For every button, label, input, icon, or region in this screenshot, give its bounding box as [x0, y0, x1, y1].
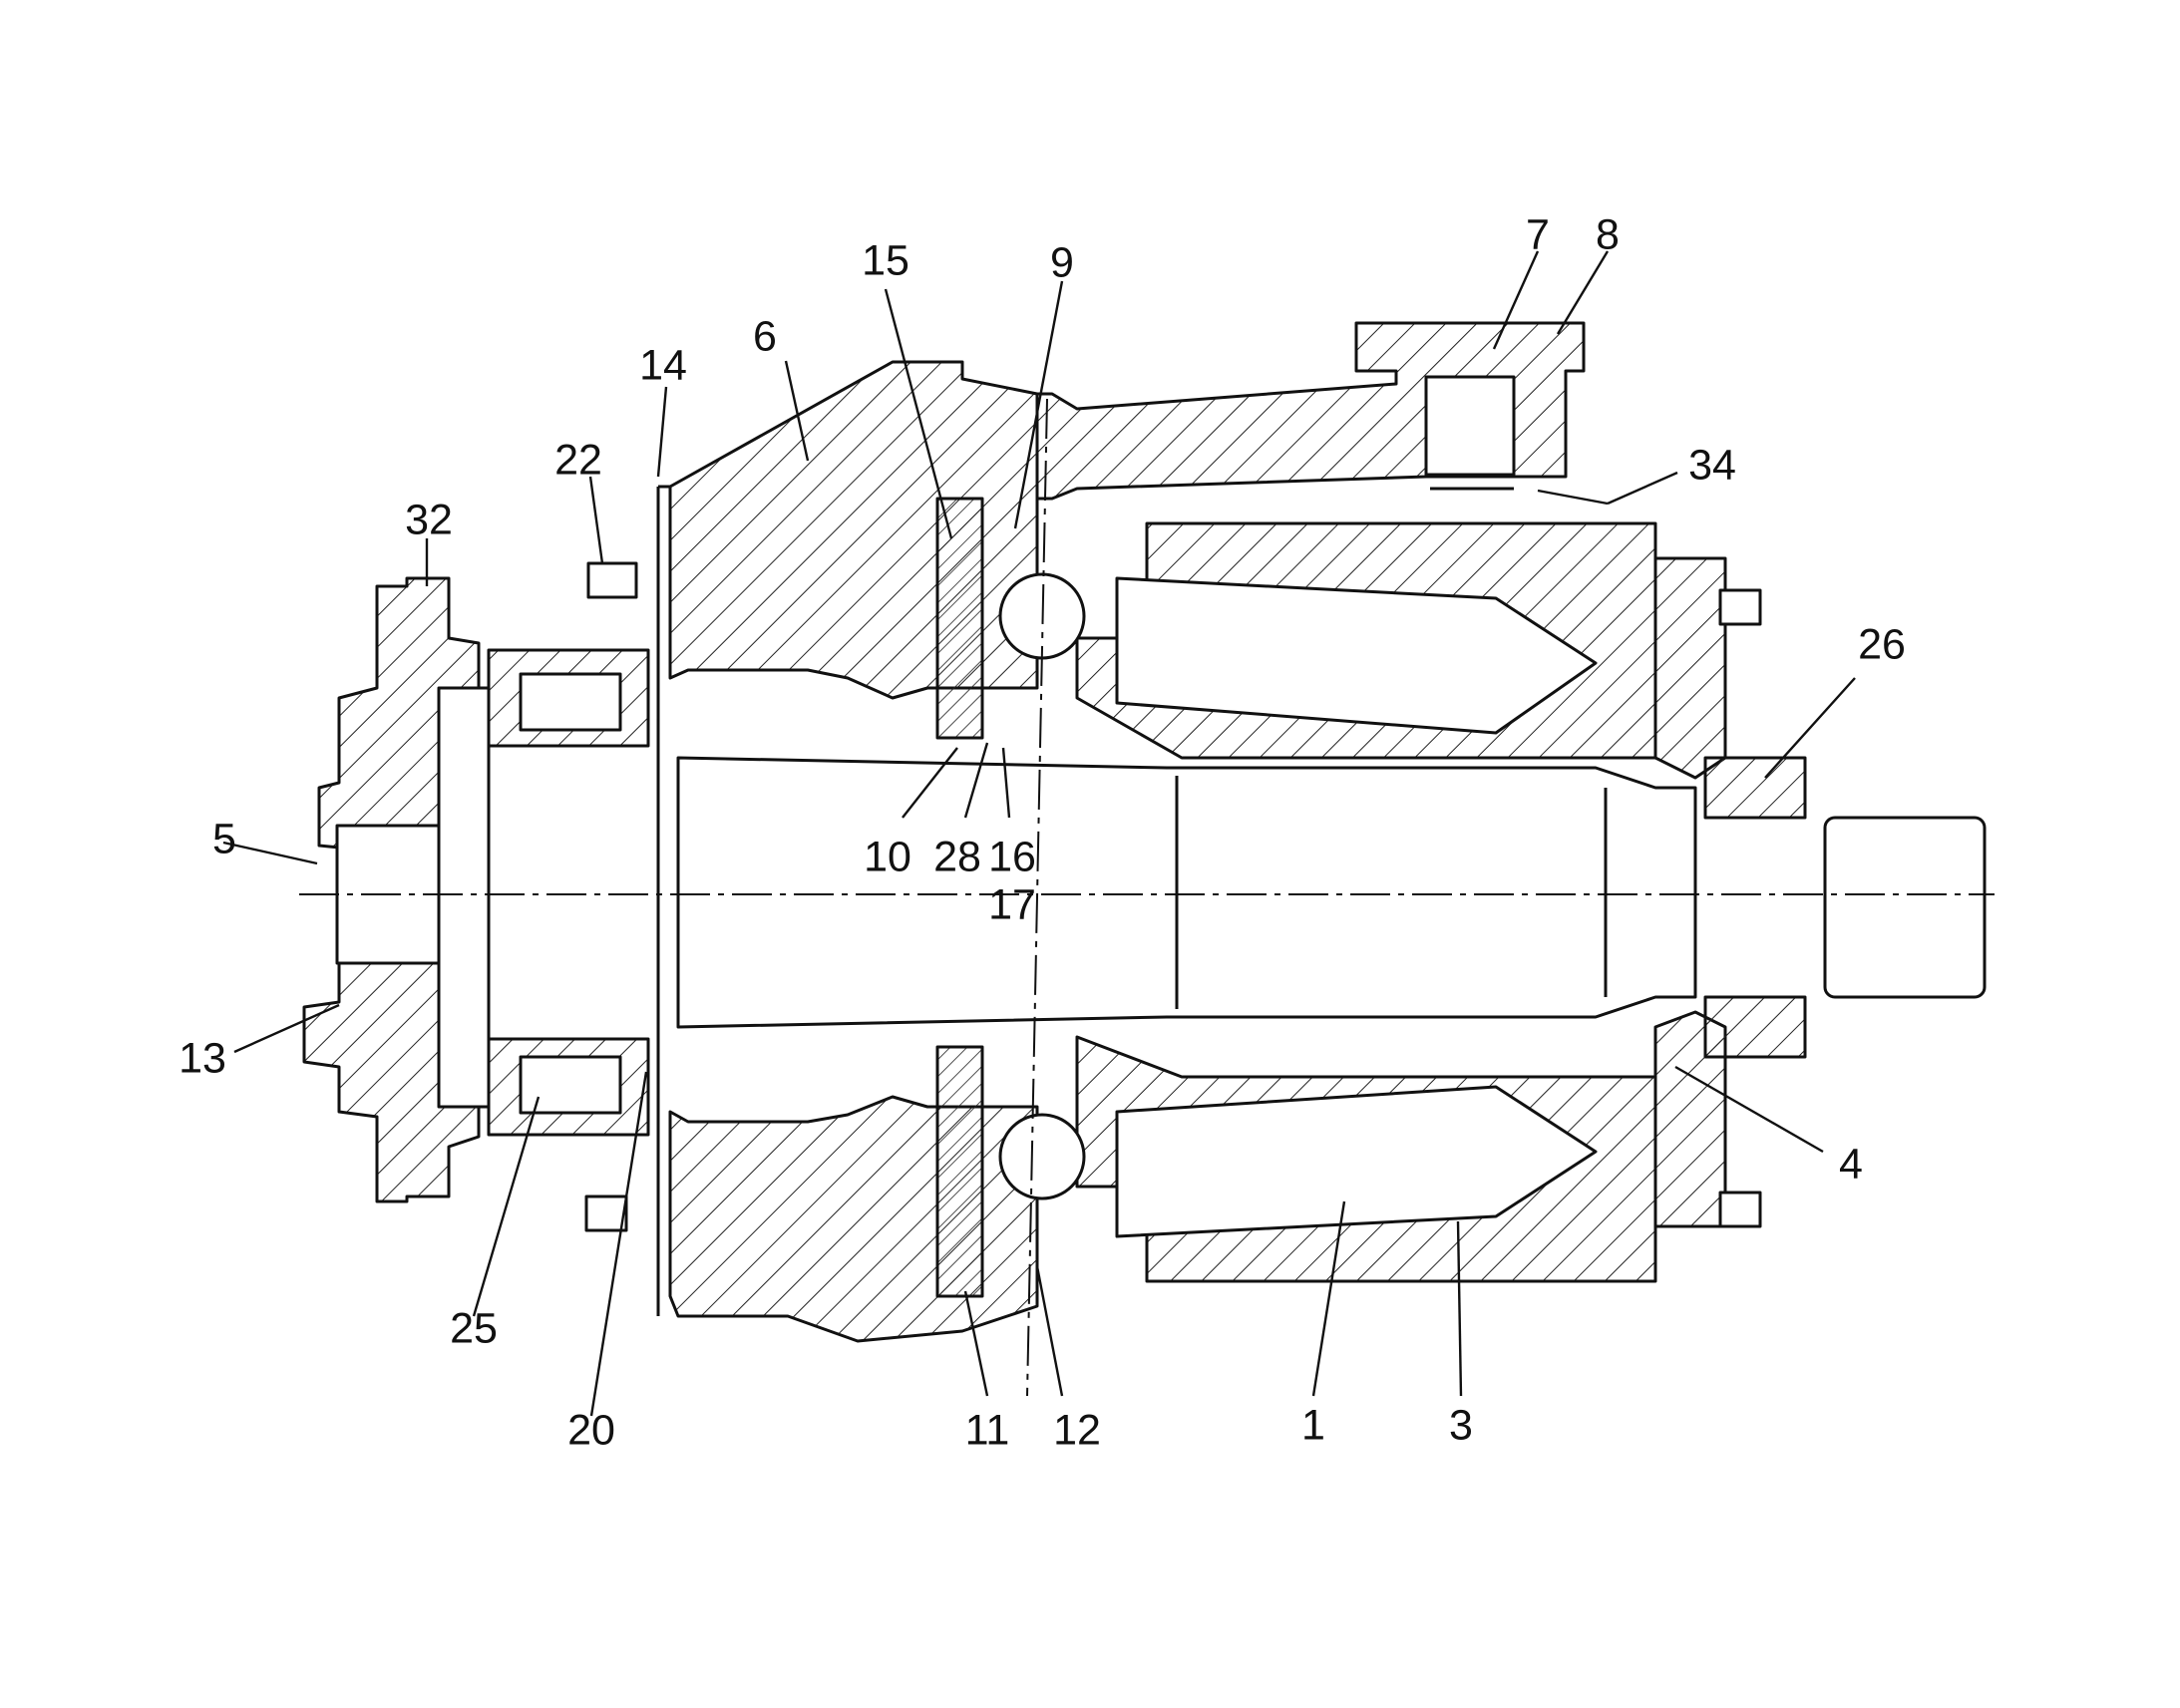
label-7: 7 [1526, 210, 1550, 259]
shaft-end [1823, 816, 1987, 999]
bolt-22-top [586, 561, 638, 599]
label-15: 15 [862, 236, 909, 285]
bolt-7-shank [1424, 375, 1516, 477]
ball-joint-bottom [998, 1113, 1086, 1200]
label-34: 34 [1688, 441, 1736, 490]
label-14: 14 [639, 341, 687, 390]
bearing-25-rollers-top [519, 672, 622, 732]
label-11: 11 [964, 1406, 1010, 1455]
bolt-22-bottom [584, 1195, 628, 1232]
label-17: 17 [988, 880, 1036, 929]
bolt-right-bottom [1718, 1191, 1762, 1228]
swash-axis [1026, 398, 1048, 1397]
retainer-plate-top [935, 497, 984, 740]
label-9: 9 [1050, 238, 1074, 287]
bolt-right-top [1718, 588, 1762, 626]
label-22: 22 [554, 436, 602, 485]
label-6: 6 [753, 312, 777, 361]
port-plate-4-bottom [1653, 1010, 1727, 1228]
bearing-26-bottom [1703, 995, 1807, 1059]
label-1: 1 [1301, 1401, 1325, 1450]
label-4: 4 [1839, 1140, 1863, 1189]
label-5: 5 [212, 815, 236, 863]
coupling-sleeve [437, 686, 491, 1109]
label-8: 8 [1596, 210, 1620, 259]
retainer-plate-bottom [935, 1045, 984, 1298]
label-3: 3 [1449, 1401, 1473, 1450]
label-25: 25 [450, 1304, 498, 1353]
label-10: 10 [864, 833, 911, 881]
label-28: 28 [933, 833, 981, 881]
label-12: 12 [1053, 1406, 1101, 1455]
piston-bottom [1115, 1085, 1598, 1238]
port-plate-4 [1653, 556, 1727, 780]
label-13: 13 [179, 1034, 226, 1083]
label-16: 16 [988, 833, 1036, 881]
label-20: 20 [567, 1406, 615, 1455]
main-shaft [676, 756, 1697, 1029]
label-26: 26 [1858, 620, 1906, 669]
piston-top [1115, 576, 1598, 735]
label-32: 32 [405, 496, 453, 544]
bearing-26-top [1703, 756, 1807, 820]
